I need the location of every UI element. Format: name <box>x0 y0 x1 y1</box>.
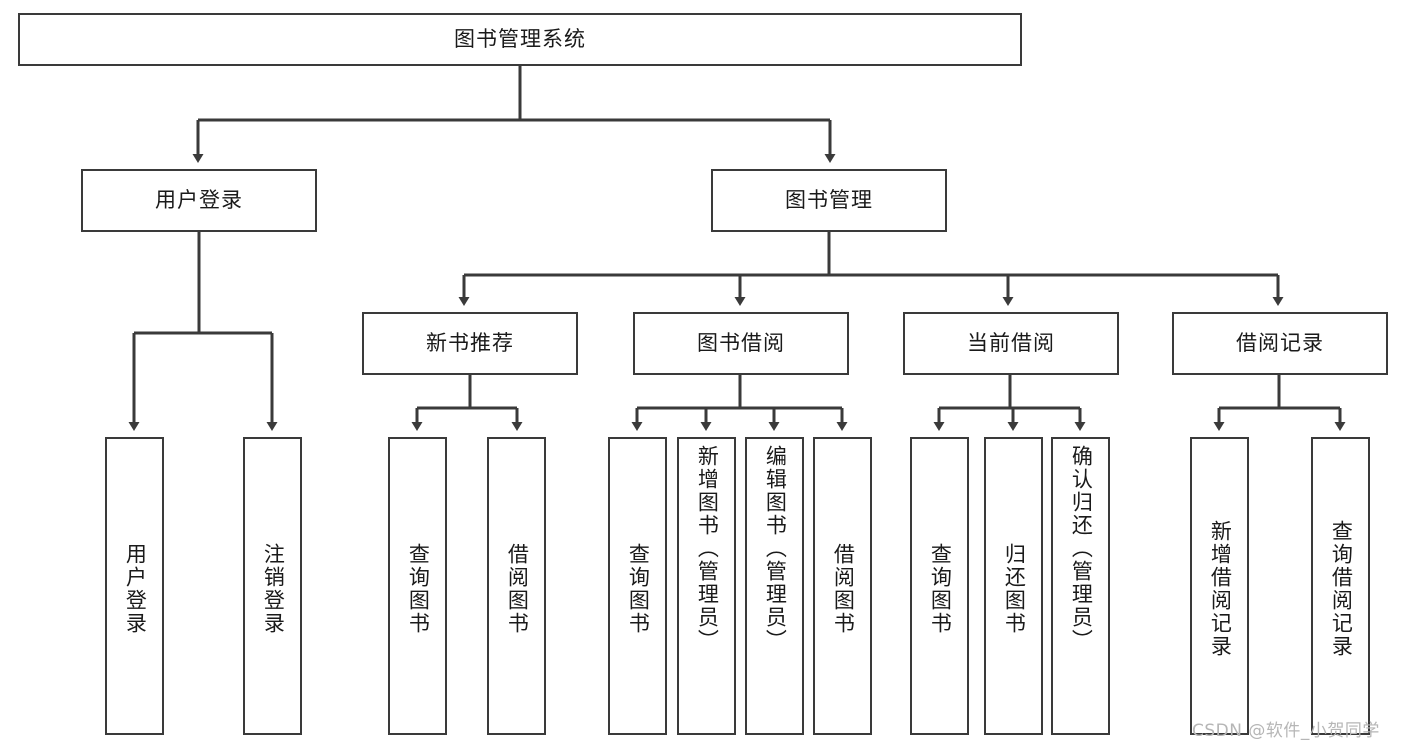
node-root[interactable]: 图书管理系统 <box>18 13 1022 66</box>
node-current-borrow-label: 当前借阅 <box>967 330 1055 355</box>
node-leaf-query-book-1-label: 查询图书 <box>406 543 431 635</box>
csdn-watermark: CSDN @软件_小贺同学 <box>1192 721 1380 741</box>
node-leaf-user-logout-label: 注销登录 <box>261 543 286 635</box>
node-leaf-return-book[interactable]: 归还图书 <box>984 437 1043 735</box>
node-leaf-edit-book-admin[interactable]: 编辑图书（管理员） <box>745 437 804 735</box>
node-new-book-recommend-label: 新书推荐 <box>426 330 514 355</box>
node-user-login-label: 用户登录 <box>155 187 243 212</box>
node-leaf-add-book-admin[interactable]: 新增图书（管理员） <box>677 437 736 735</box>
node-leaf-return-book-label: 归还图书 <box>1002 543 1027 635</box>
node-borrow-record[interactable]: 借阅记录 <box>1172 312 1388 375</box>
node-leaf-query-book-3[interactable]: 查询图书 <box>910 437 969 735</box>
node-leaf-query-borrow-record-label: 查询借阅记录 <box>1329 520 1354 658</box>
node-leaf-borrow-book-2[interactable]: 借阅图书 <box>813 437 872 735</box>
node-leaf-query-book-1[interactable]: 查询图书 <box>388 437 447 735</box>
node-leaf-query-book-3-label: 查询图书 <box>928 543 953 635</box>
node-leaf-borrow-book-2-label: 借阅图书 <box>831 543 856 635</box>
node-book-management-label: 图书管理 <box>785 187 873 212</box>
node-leaf-query-book-2[interactable]: 查询图书 <box>608 437 667 735</box>
node-book-borrow-label: 图书借阅 <box>697 330 785 355</box>
node-leaf-borrow-book-1[interactable]: 借阅图书 <box>487 437 546 735</box>
node-leaf-user-logout[interactable]: 注销登录 <box>243 437 302 735</box>
node-leaf-add-borrow-record[interactable]: 新增借阅记录 <box>1190 437 1249 735</box>
node-leaf-query-borrow-record[interactable]: 查询借阅记录 <box>1311 437 1370 735</box>
node-root-label: 图书管理系统 <box>454 26 586 51</box>
node-leaf-query-book-2-label: 查询图书 <box>626 543 651 635</box>
node-leaf-add-borrow-record-label: 新增借阅记录 <box>1208 520 1233 658</box>
node-leaf-confirm-return-admin-label: 确认归还（管理员） <box>1069 445 1094 652</box>
node-new-book-recommend[interactable]: 新书推荐 <box>362 312 578 375</box>
node-leaf-edit-book-admin-label: 编辑图书（管理员） <box>763 445 788 652</box>
node-leaf-add-book-admin-label: 新增图书（管理员） <box>695 445 720 652</box>
node-leaf-confirm-return-admin[interactable]: 确认归还（管理员） <box>1051 437 1110 735</box>
node-book-borrow[interactable]: 图书借阅 <box>633 312 849 375</box>
node-user-login[interactable]: 用户登录 <box>81 169 317 232</box>
node-leaf-borrow-book-1-label: 借阅图书 <box>505 543 530 635</box>
node-leaf-user-login[interactable]: 用户登录 <box>105 437 164 735</box>
node-borrow-record-label: 借阅记录 <box>1236 330 1324 355</box>
node-leaf-user-login-label: 用户登录 <box>123 543 148 635</box>
node-book-management[interactable]: 图书管理 <box>711 169 947 232</box>
node-current-borrow[interactable]: 当前借阅 <box>903 312 1119 375</box>
